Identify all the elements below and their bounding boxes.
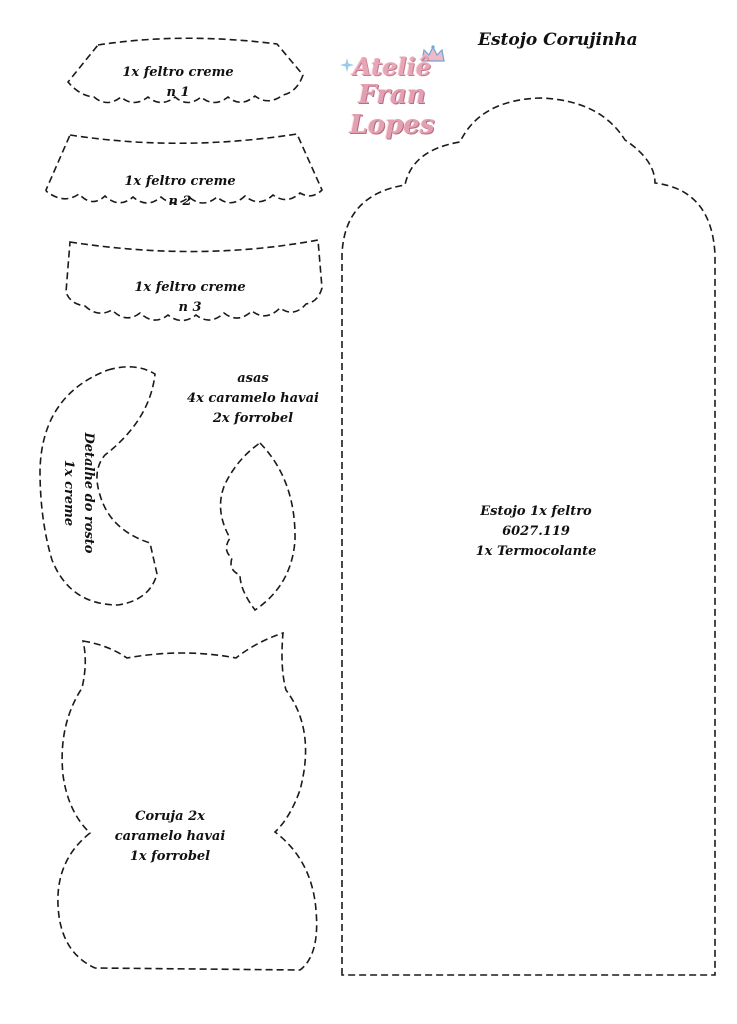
case-label-line1: Estojo 1x feltro bbox=[480, 504, 592, 519]
collar-piece-1-outline bbox=[66, 37, 304, 104]
collar-2-label: 1x feltro creme n 2 bbox=[120, 172, 240, 212]
atelie-logo: Ateliê Fran Lopes bbox=[322, 45, 462, 140]
owl-label-line3: 1x forrobel bbox=[129, 849, 211, 864]
wings-label-line1: asas bbox=[237, 371, 269, 386]
face-detail-label: Detalhe do rosto 1x creme bbox=[58, 425, 98, 561]
owl-label-line2: caramelo havai bbox=[114, 829, 226, 844]
collar-2-label-line2: n 2 bbox=[168, 194, 192, 209]
wings-label: asas 4x caramelo havai 2x forrobel bbox=[183, 369, 323, 429]
collar-3-label: 1x feltro creme n 3 bbox=[130, 278, 250, 318]
collar-piece-3-outline bbox=[65, 239, 323, 322]
logo-line-2: Fran Lopes bbox=[349, 80, 435, 140]
case-outline bbox=[341, 97, 716, 976]
collar-1-label: 1x feltro creme n 1 bbox=[118, 63, 238, 103]
collar-2-label-line1: 1x feltro creme bbox=[124, 174, 236, 189]
collar-3-label-line2: n 3 bbox=[178, 300, 202, 315]
owl-label: Coruja 2x caramelo havai 1x forrobel bbox=[100, 807, 240, 867]
case-label-line2: 6027.119 bbox=[502, 524, 570, 539]
page-title: Estojo Corujinha bbox=[478, 30, 638, 50]
sparkle-icon bbox=[340, 58, 354, 72]
wings-label-line3: 2x forrobel bbox=[212, 411, 294, 426]
owl-body-outline bbox=[57, 631, 318, 971]
collar-3-label-line1: 1x feltro creme bbox=[134, 280, 246, 295]
collar-piece-2-outline bbox=[45, 133, 323, 204]
owl-label-line1: Coruja 2x bbox=[135, 809, 205, 824]
face-detail-outline bbox=[39, 366, 158, 606]
case-label: Estojo 1x feltro 6027.119 1x Termocolant… bbox=[466, 502, 606, 562]
logo-line-1: Ateliê bbox=[352, 52, 432, 81]
crown-icon bbox=[421, 45, 445, 62]
wings-label-line2: 4x caramelo havai bbox=[187, 391, 319, 406]
collar-1-label-line1: 1x feltro creme bbox=[122, 65, 234, 80]
face-detail-label-line2: 1x creme bbox=[61, 459, 76, 527]
collar-1-label-line2: n 1 bbox=[166, 85, 190, 100]
wing-outline bbox=[219, 441, 296, 612]
face-detail-label-line1: Detalhe do rosto bbox=[81, 432, 96, 554]
case-label-line3: 1x Termocolante bbox=[475, 544, 597, 559]
